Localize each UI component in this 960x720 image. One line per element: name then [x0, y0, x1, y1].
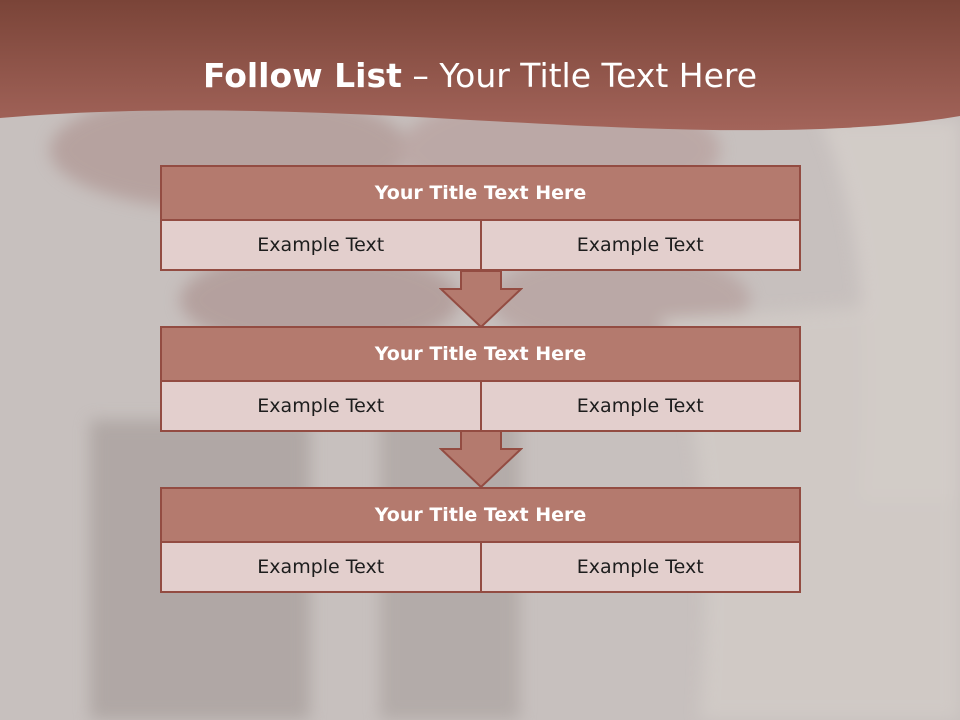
step-right-text: Example Text: [479, 221, 799, 269]
step-block-3: Your Title Text Here Example Text Exampl…: [160, 487, 801, 593]
step-left-text: Example Text: [162, 382, 480, 430]
slide-title: Follow List – Your Title Text Here: [0, 56, 960, 95]
step-row: Example Text Example Text: [160, 221, 801, 271]
step-left-text: Example Text: [162, 221, 480, 269]
step-right-text: Example Text: [479, 543, 799, 591]
down-arrow-icon: [439, 271, 523, 329]
step-row: Example Text Example Text: [160, 543, 801, 593]
title-bold: Follow List: [202, 56, 402, 95]
step-block-2: Your Title Text Here Example Text Exampl…: [160, 326, 801, 432]
down-arrow-icon: [439, 431, 523, 489]
step-left-text: Example Text: [162, 543, 480, 591]
step-row: Example Text Example Text: [160, 382, 801, 432]
step-title: Your Title Text Here: [160, 165, 801, 221]
step-title: Your Title Text Here: [160, 326, 801, 382]
step-block-1: Your Title Text Here Example Text Exampl…: [160, 165, 801, 271]
title-rest: – Your Title Text Here: [401, 56, 758, 95]
step-right-text: Example Text: [479, 382, 799, 430]
step-title: Your Title Text Here: [160, 487, 801, 543]
